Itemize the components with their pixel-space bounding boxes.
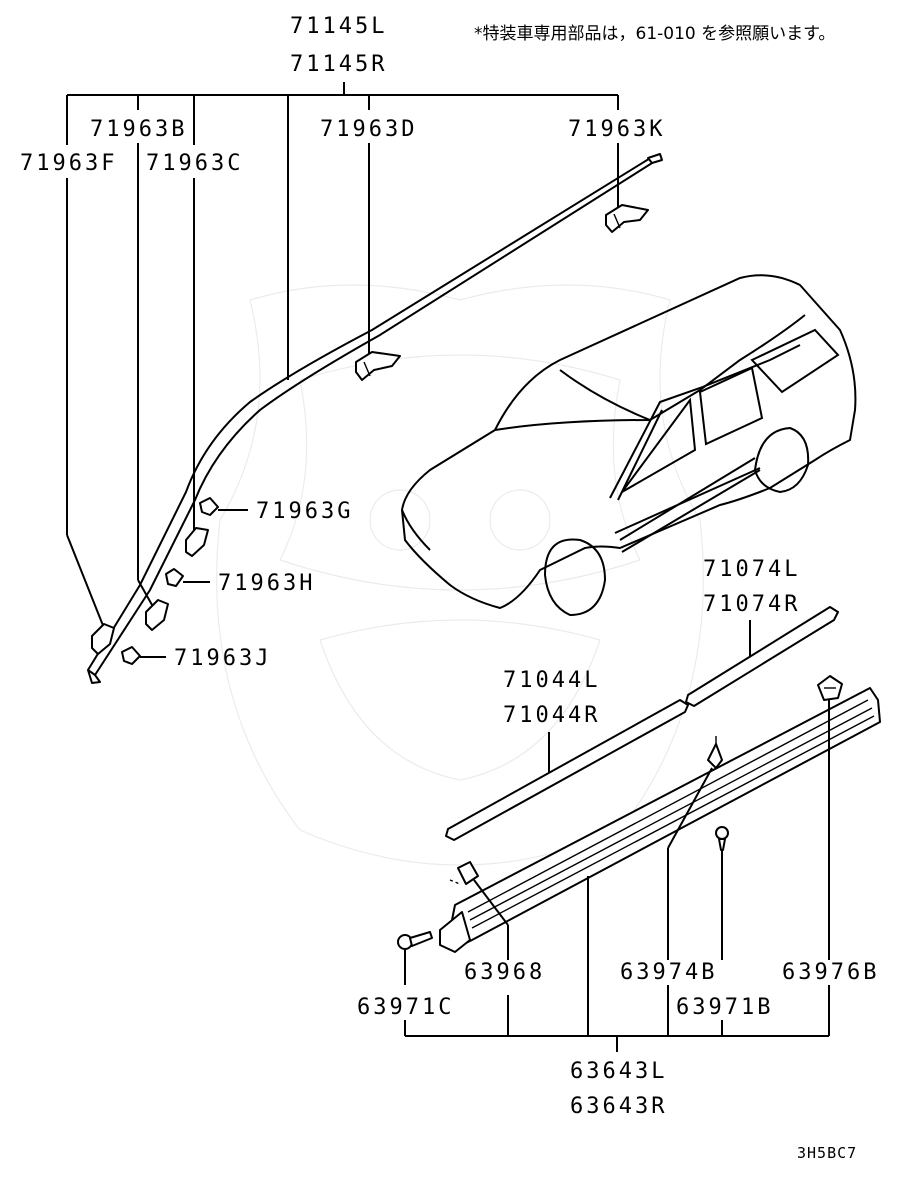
fastener-63974B xyxy=(707,736,723,769)
clip-71963B xyxy=(145,599,169,631)
screw-63971C xyxy=(397,931,433,950)
clip-71963H xyxy=(165,568,210,587)
station-wagon-illustration xyxy=(400,274,857,617)
label-63971B: 63971B xyxy=(676,995,773,1020)
label-71145L: 71145L xyxy=(290,14,387,39)
label-71963J: 71963J xyxy=(174,646,271,671)
clip-71963D xyxy=(355,351,401,381)
label-71074L: 71074L xyxy=(703,557,800,582)
clip-71963G xyxy=(199,497,248,516)
lower-leader-lines xyxy=(404,700,830,1052)
label-63976B: 63976B xyxy=(782,960,879,985)
molding-71074 xyxy=(685,606,839,707)
label-63643L: 63643L xyxy=(570,1059,667,1084)
label-63968: 63968 xyxy=(464,960,545,985)
side-sill-garnish-part xyxy=(439,687,881,953)
molding-71044 xyxy=(445,699,689,841)
clip-71963J xyxy=(121,646,166,665)
label-71963B: 71963B xyxy=(90,117,187,142)
label-71963H: 71963H xyxy=(218,571,315,596)
label-63974B: 63974B xyxy=(620,960,717,985)
label-63643R: 63643R xyxy=(570,1094,667,1119)
roof-molding-part xyxy=(87,153,663,684)
label-71074R: 71074R xyxy=(703,592,800,617)
label-71963D: 71963D xyxy=(320,117,417,142)
clip-71963C xyxy=(185,527,209,557)
label-71044R: 71044R xyxy=(503,703,600,728)
diagram-code: 3H5BC7 xyxy=(797,1144,857,1162)
clip-71963F xyxy=(91,623,115,655)
clip-63968 xyxy=(449,861,479,885)
clip-71963K xyxy=(605,204,649,233)
label-71963C: 71963C xyxy=(146,151,243,176)
fastener-63976B xyxy=(817,675,843,701)
label-71145R: 71145R xyxy=(290,52,387,77)
label-71044L: 71044L xyxy=(503,668,600,693)
label-71963K: 71963K xyxy=(568,117,665,142)
label-63971C: 63971C xyxy=(357,995,454,1020)
label-71963F: 71963F xyxy=(20,151,117,176)
reference-note: *特装車専用部品は，61-010 を参照願います。 xyxy=(474,24,835,44)
screw-63971B xyxy=(715,826,729,851)
watermark-emblem xyxy=(216,284,704,866)
label-71963G: 71963G xyxy=(256,499,353,524)
